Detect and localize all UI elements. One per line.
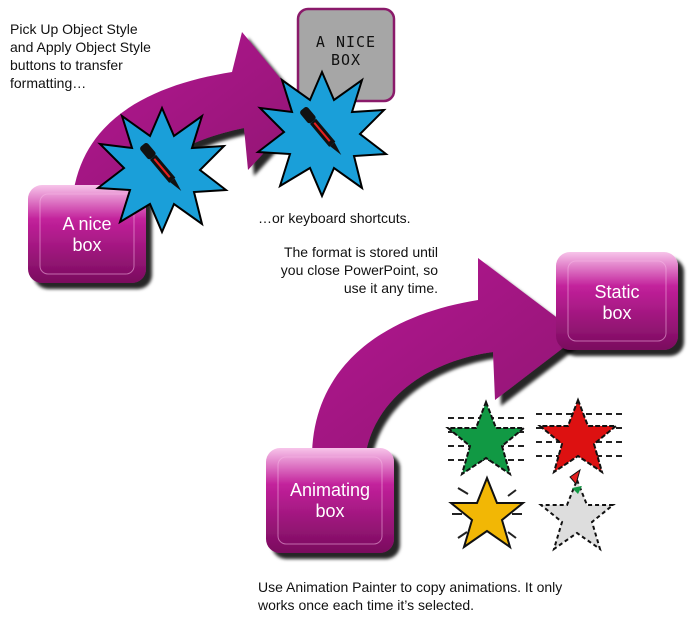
caption-keyboard: …or keyboard shortcuts.: [258, 210, 411, 226]
red-star: [537, 397, 619, 475]
box-label-line: BOX: [330, 51, 362, 69]
sparkle-lines: [452, 487, 522, 539]
nice-box-label: A nice box: [28, 214, 146, 256]
eyedropper-icon: [300, 107, 342, 155]
animating-box-label: Animating box: [266, 480, 394, 522]
yellow-star: [448, 475, 526, 550]
sketch-box-label: A NICE BOX: [298, 33, 394, 69]
caption-stored: The format is stored until you close Pow…: [238, 243, 438, 297]
caption-line: you close PowerPoint, so: [280, 262, 438, 278]
caption-top-left: Pick Up Object Style and Apply Object St…: [10, 20, 151, 92]
box-label-line: Animating: [289, 480, 371, 500]
caption-line: works once each time it’s selected.: [258, 597, 475, 613]
green-star: [445, 399, 527, 477]
bottom-curved-arrow: [312, 258, 580, 458]
starburst-eyedropper-right: [255, 69, 389, 199]
caption-line: and Apply Object Style: [10, 39, 151, 55]
nice-box: [28, 185, 146, 283]
static-box-label: Static box: [556, 282, 678, 324]
red-flag-mark: [569, 468, 581, 486]
box-label-line: Static: [594, 282, 640, 302]
caption-line: Use Animation Painter to copy animations…: [258, 579, 563, 595]
green-mark: [572, 486, 582, 494]
caption-line: The format is stored until: [283, 244, 438, 260]
box-label-line: box: [315, 501, 345, 521]
animating-box: [266, 448, 394, 553]
box-label-line: box: [602, 303, 632, 323]
gray-star: [538, 477, 616, 552]
caption-line: buttons to transfer: [10, 57, 123, 73]
caption-line: Pick Up Object Style: [10, 21, 138, 37]
caption-line: formatting…: [10, 75, 87, 91]
box-label-line: box: [72, 235, 102, 255]
static-box: [556, 252, 678, 350]
eyedropper-icon: [140, 143, 182, 191]
star-group: [445, 397, 622, 552]
caption-bottom: Use Animation Painter to copy animations…: [258, 578, 562, 614]
caption-line: use it any time.: [343, 280, 438, 296]
starburst-eyedropper-left: [95, 105, 229, 235]
box-label-line: A NICE: [315, 33, 377, 51]
box-label-line: A nice: [62, 214, 112, 234]
